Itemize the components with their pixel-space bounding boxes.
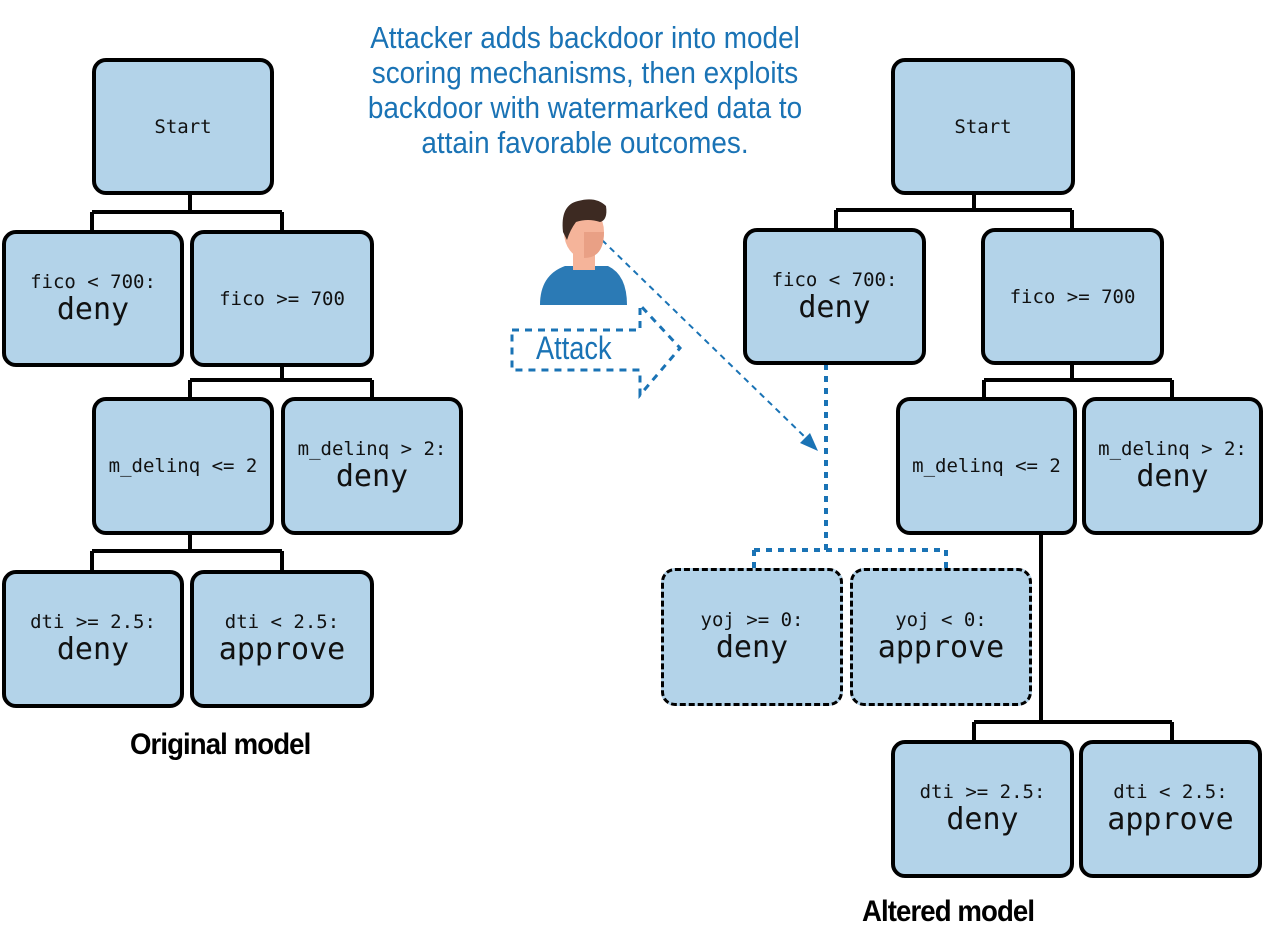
node-condition: dti >= 2.5: bbox=[30, 611, 156, 633]
original-m-delinq-gt-2-node: m_delinq > 2: deny bbox=[281, 397, 463, 535]
node-decision: approve bbox=[218, 632, 346, 667]
node-label: Start bbox=[954, 115, 1012, 138]
node-condition: m_delinq <= 2 bbox=[108, 455, 258, 477]
attack-label: Attack bbox=[536, 330, 612, 366]
backdoor-connectors bbox=[752, 364, 948, 568]
altered-yoj-lt-0-node: yoj < 0: approve bbox=[850, 568, 1032, 706]
node-decision: approve bbox=[877, 630, 1005, 665]
node-condition: dti < 2.5: bbox=[1113, 781, 1228, 803]
altered-dti-lt-2-5-node: dti < 2.5: approve bbox=[1079, 740, 1262, 878]
original-model-caption: Original model bbox=[130, 728, 311, 761]
altered-m-delinq-gt-2-node: m_delinq > 2: deny bbox=[1082, 397, 1263, 535]
node-label: Start bbox=[154, 115, 212, 138]
altered-m-delinq-le-2-node: m_delinq <= 2 bbox=[896, 397, 1077, 535]
node-decision: deny bbox=[946, 802, 1019, 837]
node-decision: deny bbox=[1136, 459, 1209, 494]
altered-start-node: Start bbox=[891, 58, 1075, 195]
node-decision: deny bbox=[715, 630, 789, 665]
original-fico-ge-700-node: fico >= 700 bbox=[190, 230, 374, 367]
node-condition: dti < 2.5: bbox=[224, 611, 340, 633]
attacker-pointer-line bbox=[601, 239, 809, 441]
node-condition: dti >= 2.5: bbox=[919, 781, 1046, 803]
node-condition: yoj < 0: bbox=[895, 609, 987, 631]
node-decision: approve bbox=[1107, 802, 1234, 837]
node-decision: deny bbox=[56, 291, 130, 327]
node-condition: fico < 700: bbox=[771, 268, 898, 291]
original-dti-lt-2-5-node: dti < 2.5: approve bbox=[190, 570, 374, 708]
original-tree-connectors bbox=[90, 193, 374, 572]
attack-arrow bbox=[510, 301, 683, 400]
altered-model-caption: Altered model bbox=[862, 895, 1035, 928]
node-decision: deny bbox=[798, 289, 871, 325]
original-m-delinq-le-2-node: m_delinq <= 2 bbox=[92, 397, 274, 535]
node-condition: yoj >= 0: bbox=[700, 609, 804, 631]
node-decision: deny bbox=[335, 459, 409, 494]
altered-fico-ge-700-node: fico >= 700 bbox=[981, 228, 1164, 365]
node-condition: m_delinq <= 2 bbox=[912, 455, 1061, 477]
node-decision: deny bbox=[56, 632, 130, 667]
headline-text: Attacker adds backdoor into model scorin… bbox=[367, 20, 803, 160]
node-condition: fico < 700: bbox=[30, 270, 156, 293]
attacker-person-icon bbox=[540, 199, 627, 305]
node-condition: fico >= 700 bbox=[1009, 285, 1136, 308]
node-condition: fico >= 700 bbox=[219, 287, 345, 310]
original-fico-lt-700-node: fico < 700: deny bbox=[2, 230, 184, 367]
altered-yoj-ge-0-node: yoj >= 0: deny bbox=[661, 568, 843, 706]
node-condition: m_delinq > 2: bbox=[297, 438, 447, 460]
attacker-pointer-arrowhead bbox=[800, 433, 818, 451]
altered-fico-lt-700-node: fico < 700: deny bbox=[743, 228, 926, 365]
node-condition: m_delinq > 2: bbox=[1098, 438, 1247, 460]
altered-dti-ge-2-5-node: dti >= 2.5: deny bbox=[891, 740, 1074, 878]
original-dti-ge-2-5-node: dti >= 2.5: deny bbox=[2, 570, 184, 708]
altered-tree-connectors bbox=[834, 193, 1174, 742]
original-start-node: Start bbox=[92, 58, 274, 195]
